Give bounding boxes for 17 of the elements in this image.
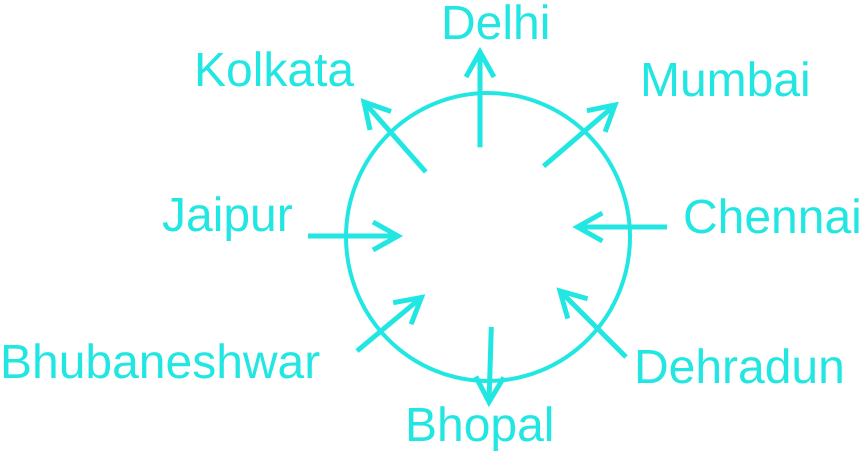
arrow (464, 50, 496, 148)
arrow (542, 102, 618, 168)
city-label: Mumbai (640, 57, 811, 105)
city-label: Delhi (441, 0, 550, 48)
arrow (574, 210, 667, 244)
arrow (558, 288, 628, 359)
city-label: Dehradun (634, 344, 845, 392)
city-label: Jaipur (162, 192, 293, 240)
arrow (308, 220, 400, 252)
arrow (355, 295, 424, 353)
circle-outline (344, 91, 632, 383)
arrow (362, 100, 428, 174)
arrow (473, 326, 506, 404)
city-label: Bhubaneshwar (0, 339, 320, 387)
city-label: Kolkata (194, 47, 354, 95)
city-label: Bhopal (405, 402, 554, 450)
city-label: Chennai (683, 194, 862, 242)
